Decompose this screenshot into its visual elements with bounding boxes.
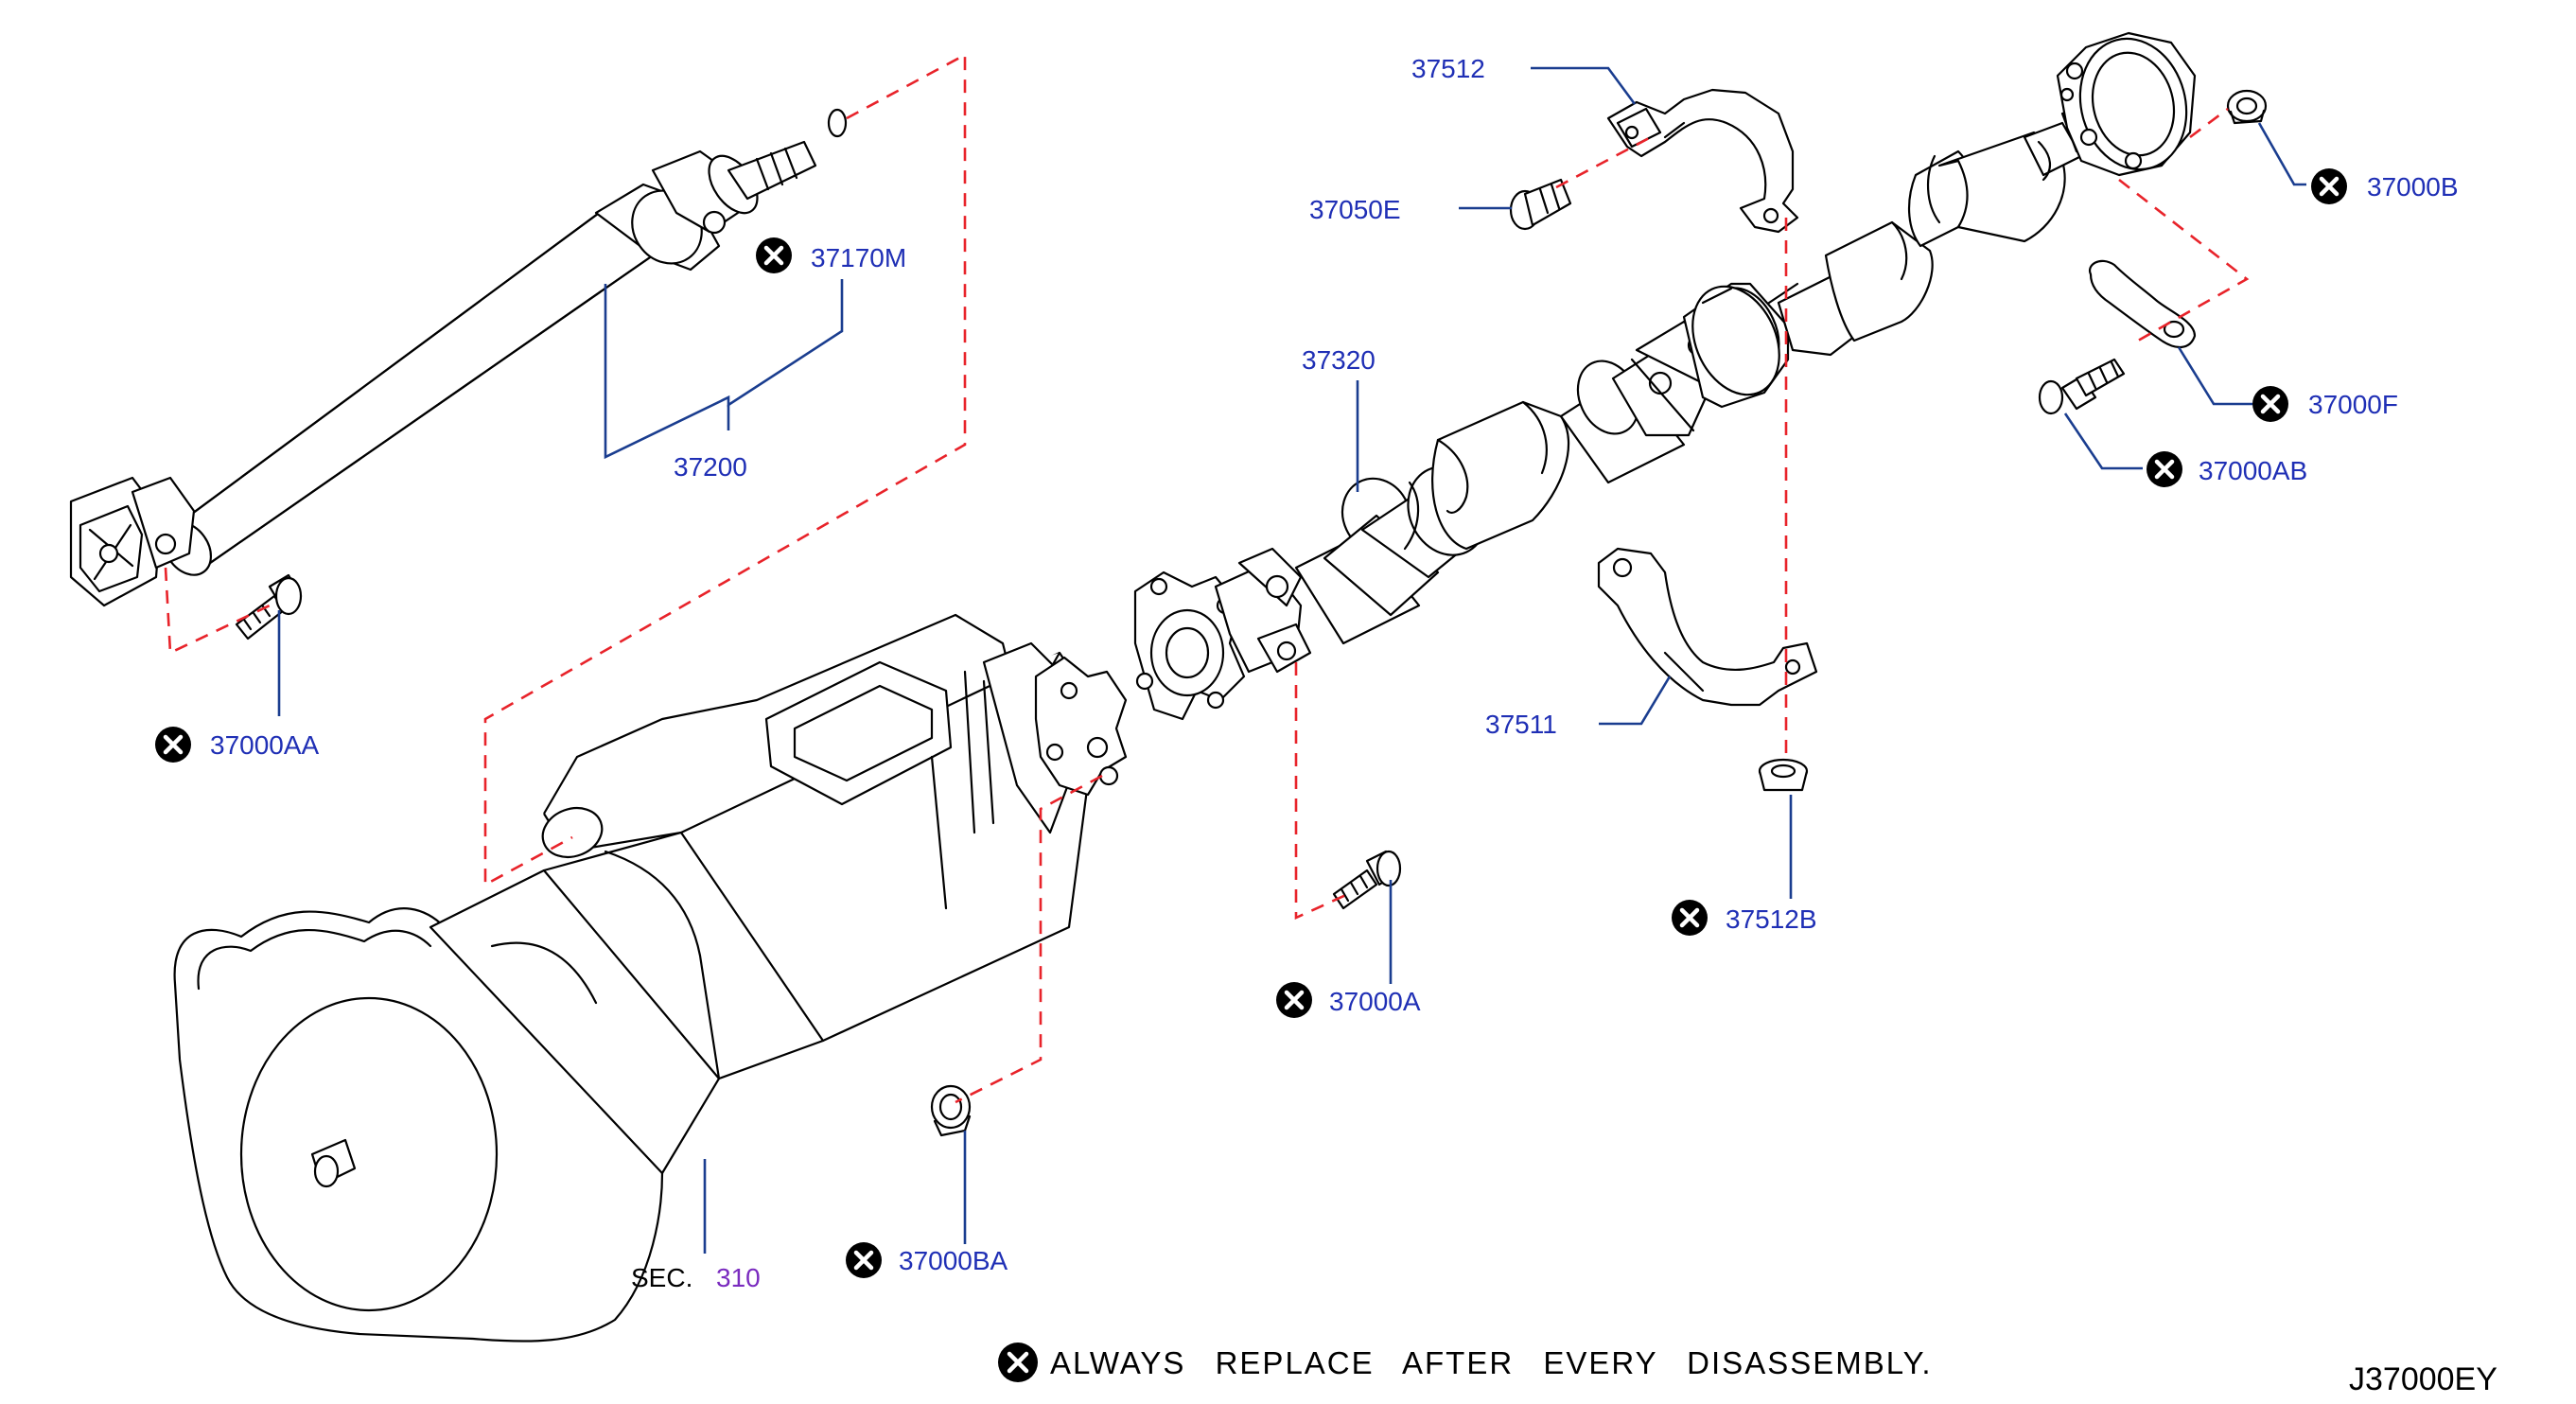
replace-always-x-icon [2252,386,2288,422]
label-37511: 37511 [1485,710,1557,739]
nut-37000BA [930,1084,972,1137]
label-37320: 37320 [1302,345,1376,375]
label-37000A: 37000A [1329,987,1421,1016]
washer-37000F [2088,259,2197,348]
label-37512: 37512 [1411,54,1485,83]
replace-always-x-icon [846,1242,882,1278]
section-number: 310 [716,1263,761,1292]
replace-always-x-icon [2147,451,2182,487]
rear-propeller-shaft-middle [1431,320,1719,551]
center-bearing [1682,263,1894,409]
label-37000AB: 37000AB [2199,456,2307,485]
replace-always-x-icon [155,727,191,763]
legend-note: ALWAYS REPLACE AFTER EVERY DISASSEMBLY. [1050,1345,1933,1380]
alignment-dashed-lines [164,52,2250,1104]
nut-37000B [2226,89,2268,125]
diagram-code: J37000EY [2349,1361,2497,1397]
label-37200: 37200 [674,452,747,482]
bracket-37512 [1606,88,1799,234]
label-37170M: 37170M [811,243,906,272]
label-37000AA: 37000AA [210,730,320,760]
label-37050E: 37050E [1309,195,1401,224]
replace-always-x-icon [998,1343,1038,1382]
bracket-37511 [1597,547,1818,707]
replace-always-x-icon [756,237,792,273]
bolt-37000AA [235,573,303,641]
leader-lines [277,66,2306,1254]
replace-always-x-icons [155,168,2347,1382]
replace-always-x-icon [1672,900,1708,936]
screw-37050E [1509,178,1572,231]
bolt-37000AB [2038,358,2126,415]
rear-propeller-shaft-rear [1824,31,2197,342]
replace-always-x-icon [1276,982,1312,1018]
label-37512B: 37512B [1726,904,1817,934]
nut-37512B [1758,758,1809,792]
label-37000BA: 37000BA [899,1246,1008,1275]
label-37000B: 37000B [2367,172,2459,202]
replace-always-x-icon [2311,168,2347,204]
part-number-labels: 37170M 37200 37000AA 37512 37050E 37320 … [210,54,2459,1292]
front-propeller-shaft [69,108,848,607]
section-prefix: SEC. [631,1263,692,1292]
label-37000F: 37000F [2308,390,2398,419]
bolt-37000A [1332,850,1402,910]
transmission-assembly [173,613,1128,1343]
